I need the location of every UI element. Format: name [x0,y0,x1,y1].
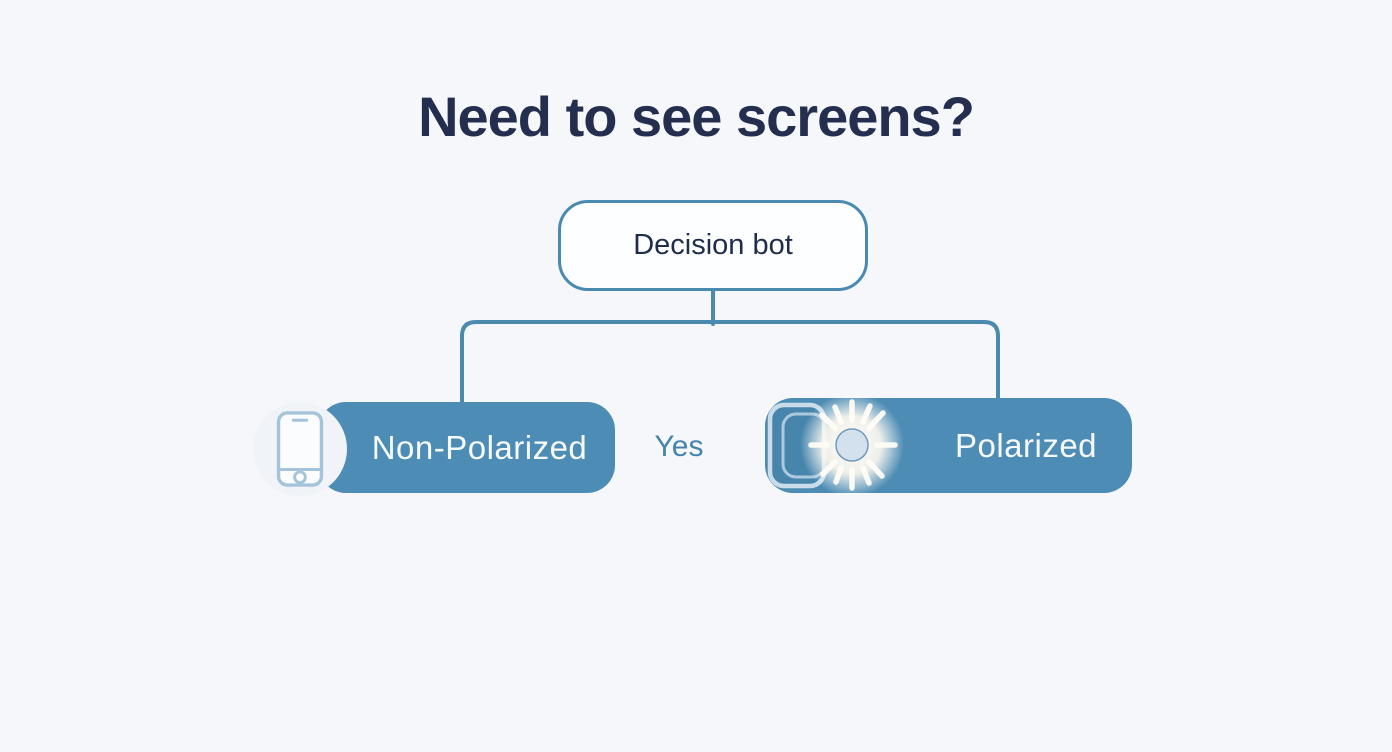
edge-label-yes: Yes [654,430,704,463]
node-polarized: Polarized [765,393,1132,497]
node-polarized-label: Polarized [954,426,1098,464]
node-non-polarized-label: Non-Polarized [371,428,588,466]
connector-branches [460,320,1000,404]
node-decision-bot-label: Decision bot [633,229,793,261]
node-decision-bot: Decision bot [558,200,868,291]
smartphone-icon-badge [253,402,347,496]
page-title: Need to see screens? [418,85,975,148]
screen-glare-icon [765,393,935,497]
screen-glare-illustration [767,393,904,497]
node-non-polarized: Non-Polarized [318,402,615,493]
smartphone-icon [276,411,324,487]
